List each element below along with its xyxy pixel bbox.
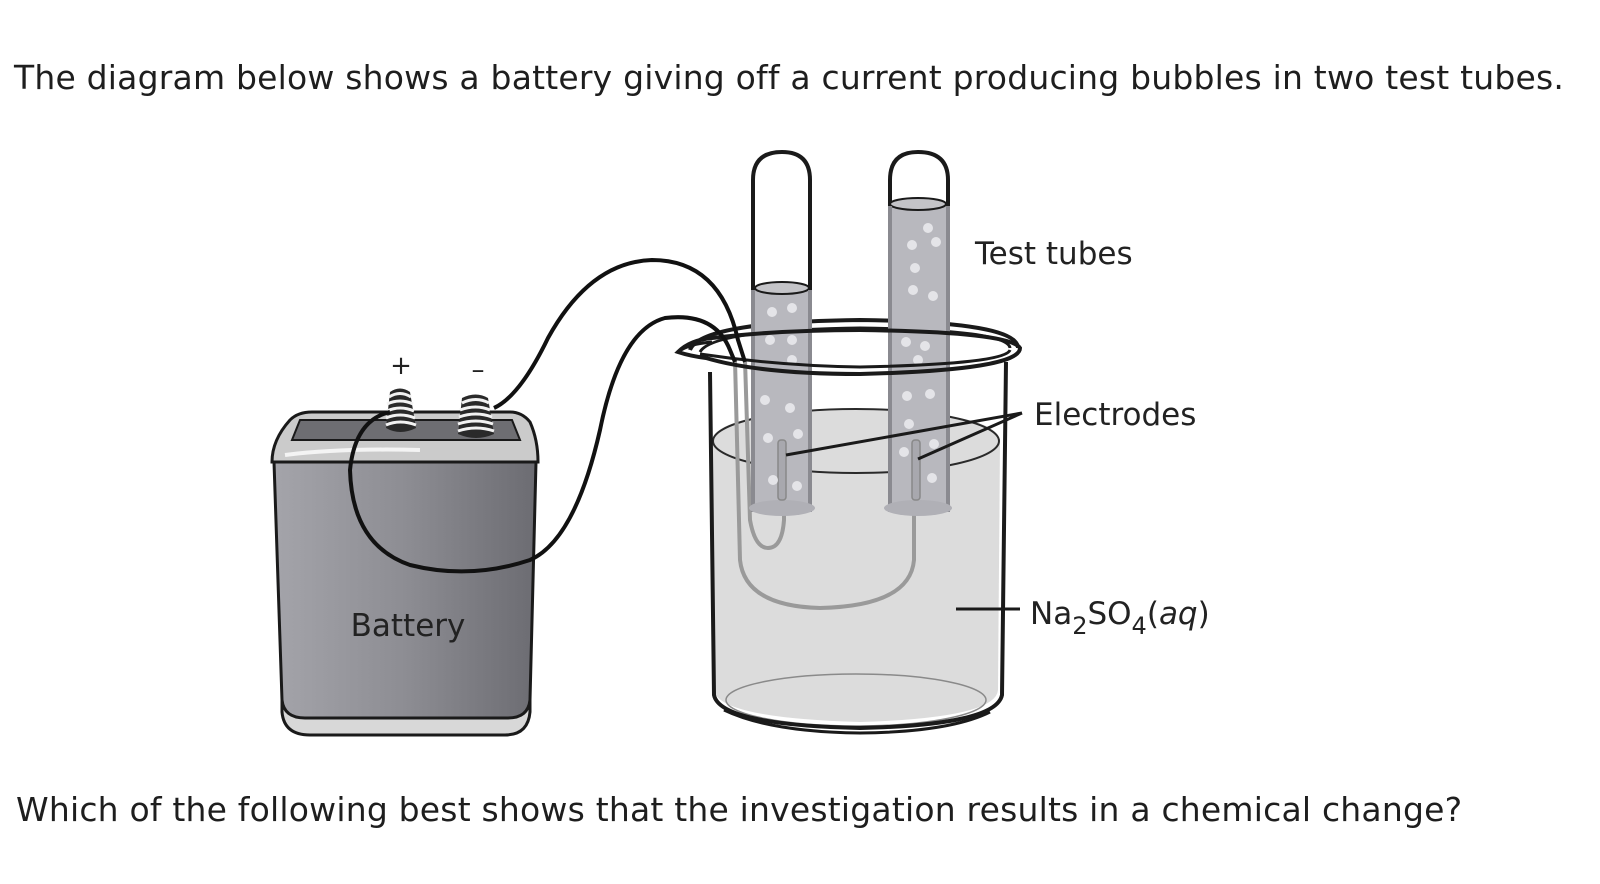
wire-internal-left [743,359,786,551]
question-text: Which of the following best shows that t… [16,790,1463,829]
test-tubes-label: Test tubes [974,236,1133,272]
electrode-right [911,439,921,501]
negative-terminal[interactable] [457,394,495,439]
positive-terminal[interactable] [385,388,417,433]
battery-label: Battery [351,608,466,644]
negative-sign: – [472,355,485,385]
wire-positive [347,315,737,574]
bubbles-left [760,303,803,491]
positive-sign: + [390,351,412,381]
solution-surface [712,408,1000,474]
beaker-rim-back [688,317,1020,351]
solution-label: Na2SO4(aq) [1030,596,1210,640]
battery: + – Battery [270,351,540,737]
wire-negative [493,257,747,410]
battery-highlight [284,447,421,457]
wire-internal-right [733,359,916,611]
electrodes-label: Electrodes [1034,397,1196,433]
test-tube-left [749,149,815,516]
beaker-wall [708,361,1008,731]
prompt-text: The diagram below shows a battery giving… [14,58,1565,97]
battery-body [272,460,538,720]
electrode-left [777,439,787,501]
electrodes-leader-lines [785,411,1023,461]
bubbles-right [899,223,941,483]
beaker-spout [677,340,713,354]
